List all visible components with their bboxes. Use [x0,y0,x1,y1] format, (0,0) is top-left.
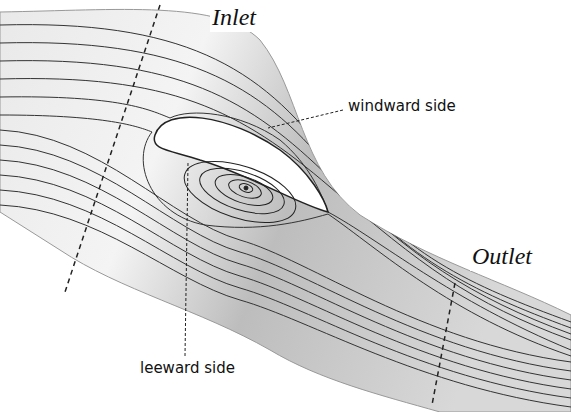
leader-line [185,163,188,356]
label: windward side [346,98,458,115]
flow-surface [0,9,571,412]
streamlines [0,25,571,407]
leader-line [268,110,343,128]
label: leeward side [138,360,237,377]
outlet-line [432,283,455,405]
label: Inlet [210,4,258,32]
inlet-line [65,5,160,292]
vortex [177,149,303,234]
label: Outlet [470,243,534,271]
airfoil [154,117,328,212]
